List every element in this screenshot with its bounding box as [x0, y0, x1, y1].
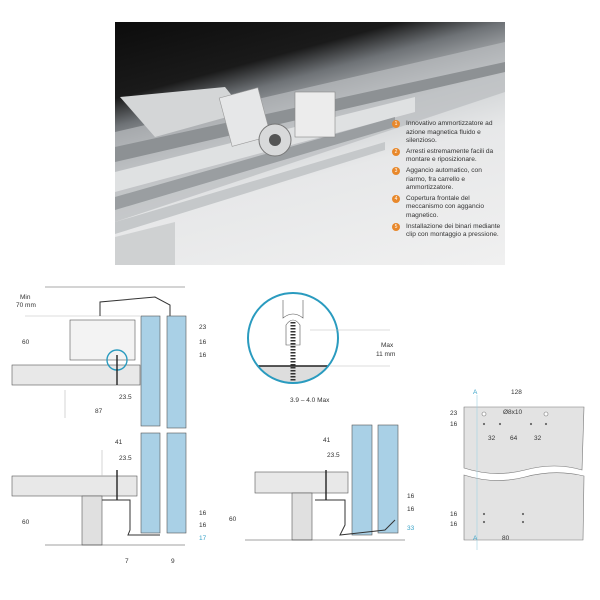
dim-label: A	[473, 389, 478, 396]
dim-label: 80	[502, 535, 510, 542]
feature-text: Installazione dei binari mediante clip c…	[406, 222, 501, 239]
dim-label: 87	[95, 408, 103, 415]
dim-label: 16	[199, 510, 207, 517]
dim-label: 23	[199, 324, 207, 331]
dim-label: 9	[171, 558, 175, 565]
number-badge: 3	[392, 166, 400, 175]
section-drawing-middle	[245, 424, 405, 541]
dim-label: 7	[125, 558, 129, 565]
feature-item: 5 Installazione dei binari mediante clip …	[392, 222, 502, 240]
product-photo	[115, 22, 505, 265]
feature-item: 4 Copertura frontale del meccanismo con a…	[392, 194, 502, 221]
number-badge: 1	[392, 120, 400, 128]
dim-label: 41	[323, 437, 331, 444]
feature-item: 3 Aggancio automatico, con riarmo, fra ca…	[392, 166, 502, 193]
dim-label: 23.5	[119, 455, 132, 462]
dim-label: 128	[511, 389, 522, 396]
dim-label: 16	[407, 493, 415, 500]
dim-label: 60	[22, 519, 30, 526]
dim-label: 60	[22, 339, 30, 346]
dim-label: 17	[199, 535, 207, 542]
dim-label: 23.5	[119, 394, 132, 401]
screw-detail	[247, 292, 390, 384]
dim-label: 16	[407, 506, 415, 513]
left-dimensions: Min 70 mm 60 23 16 16 23.5 87 41 23.5 60…	[16, 294, 207, 565]
dim-label: 23	[450, 410, 458, 417]
dim-label: 11 mm	[376, 351, 395, 358]
dim-label: Min	[20, 294, 31, 301]
feature-text: Copertura frontale del meccanismo con ag…	[406, 194, 485, 219]
dim-label: 33	[407, 525, 415, 532]
dim-label: 23.5	[327, 452, 340, 459]
drilling-dimensions: A 128 23 16 Ø8x10 32 64 32 16 16 A 80	[450, 389, 542, 542]
section-drawing-left	[11, 286, 187, 546]
dim-label: 32	[534, 435, 542, 442]
dim-label: 16	[199, 339, 207, 346]
number-badge: 5	[392, 222, 400, 231]
feature-item: 1 Innovativo ammortizzatore ad azione mag…	[392, 120, 502, 146]
dim-label: 41	[115, 439, 123, 446]
dim-label: 16	[199, 522, 207, 529]
sliding-mechanism-render	[115, 42, 505, 265]
dim-label: Max	[381, 342, 394, 349]
feature-text: Aggancio automatico, con riarmo, fra car…	[406, 166, 482, 192]
number-badge: 2	[392, 147, 400, 156]
dim-label: 64	[510, 435, 518, 442]
detail-dimensions: Max 11 mm 3.9 – 4.0 Max	[290, 342, 395, 404]
dim-label: 3.9 – 4.0 Max	[290, 397, 330, 404]
feature-list: 1 Innovativo ammortizzatore ad azione mag…	[392, 120, 502, 242]
dim-label: 16	[450, 421, 458, 428]
dim-label: Ø8x10	[503, 409, 523, 416]
dim-label: 16	[199, 352, 207, 359]
middle-dimensions: 41 23.5 60 16 16 33	[229, 437, 415, 532]
feature-text: Arresti estremamente facili da montare e…	[406, 147, 494, 164]
dim-label: 70 mm	[16, 302, 36, 309]
dim-label: 16	[450, 511, 458, 518]
dim-label: A	[473, 535, 478, 542]
feature-text: Innovativo ammortizzatore ad azione magn…	[406, 120, 493, 145]
number-badge: 4	[392, 194, 400, 203]
dim-label: 32	[488, 435, 496, 442]
feature-item: 2 Arresti estremamente facili da montare …	[392, 147, 502, 165]
dim-label: 60	[229, 516, 237, 523]
drilling-plan	[463, 395, 585, 550]
dim-label: 16	[450, 521, 458, 528]
